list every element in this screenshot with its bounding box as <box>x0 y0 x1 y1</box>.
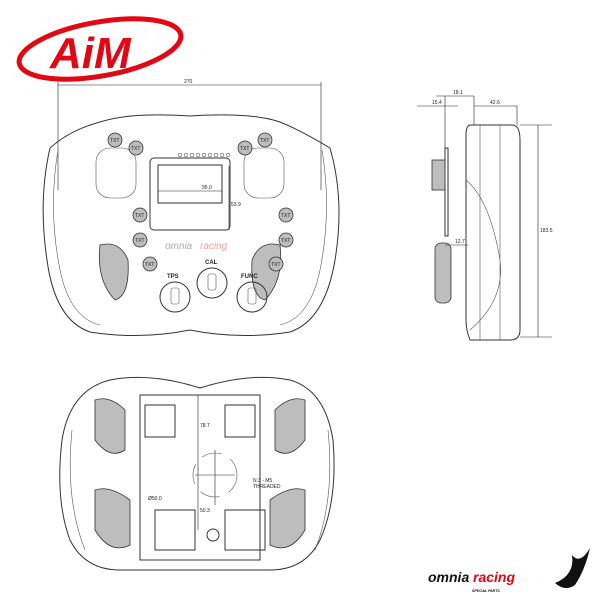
knob-tps: TPS <box>159 274 191 313</box>
svg-text:TXT: TXT <box>135 213 144 219</box>
dim-183-5: 183.5 <box>540 228 553 234</box>
dim-18-1: 18.1 <box>453 90 463 96</box>
dim-270: 270 <box>184 79 193 85</box>
svg-text:SPECIAL PARTS: SPECIAL PARTS <box>472 589 500 593</box>
front-view-wheel: 95.0 53.9 omnia racing TXT TXT TXT TXT T… <box>42 114 340 337</box>
svg-text:TXT: TXT <box>131 146 140 152</box>
svg-text:TXT: TXT <box>260 138 269 144</box>
knob-func: FUNC <box>236 274 268 313</box>
svg-text:TPS: TPS <box>167 274 179 280</box>
svg-text:TXT: TXT <box>135 238 144 244</box>
front-width-dimension: 270 <box>57 79 322 190</box>
svg-text:TXT: TXT <box>145 262 154 268</box>
thread-note-line1: N.3 - M5 <box>253 478 272 484</box>
svg-text:CAL: CAL <box>205 260 218 266</box>
watermark-racing: racing <box>200 241 228 252</box>
watermark-omnia: omnia <box>165 241 193 252</box>
svg-text:omnia: omnia <box>428 569 469 585</box>
shift-leds <box>177 152 231 158</box>
dim-diameter: Ø50.0 <box>148 496 162 502</box>
back-view-wheel: 78.7 50.3 Ø50.0 N.3 - M5 THREADED <box>59 376 335 571</box>
thread-note-line2: THREADED <box>253 484 281 490</box>
dim-42-6: 42.6 <box>490 100 500 106</box>
dim-screen-height: 53.9 <box>231 202 241 208</box>
knob-cal: CAL <box>196 260 228 299</box>
dim-screen-width: 95.0 <box>202 185 212 191</box>
svg-text:FUNC: FUNC <box>241 274 258 280</box>
svg-text:TXT: TXT <box>281 238 290 244</box>
txt-buttons: TXT TXT TXT TXT TXT TXT TXT TXT TXT TXT <box>107 132 294 272</box>
svg-text:TXT: TXT <box>271 262 280 268</box>
dim-12-7: 12.7 <box>455 239 465 245</box>
dim-78-7: 78.7 <box>200 423 210 429</box>
aim-logo-text: AiM <box>49 29 132 78</box>
side-view: 18.1 15.4 42.6 183.5 12.7 <box>417 90 553 341</box>
dim-15-4: 15.4 <box>432 100 442 106</box>
dim-50-3: 50.3 <box>200 508 210 514</box>
svg-text:TXT: TXT <box>240 146 249 152</box>
omniaracing-logo: omnia racing SPECIAL PARTS <box>428 548 590 593</box>
aim-logo: AiM <box>16 16 184 82</box>
svg-text:racing: racing <box>473 569 515 585</box>
svg-text:TXT: TXT <box>281 213 290 219</box>
svg-text:TXT: TXT <box>110 138 119 144</box>
